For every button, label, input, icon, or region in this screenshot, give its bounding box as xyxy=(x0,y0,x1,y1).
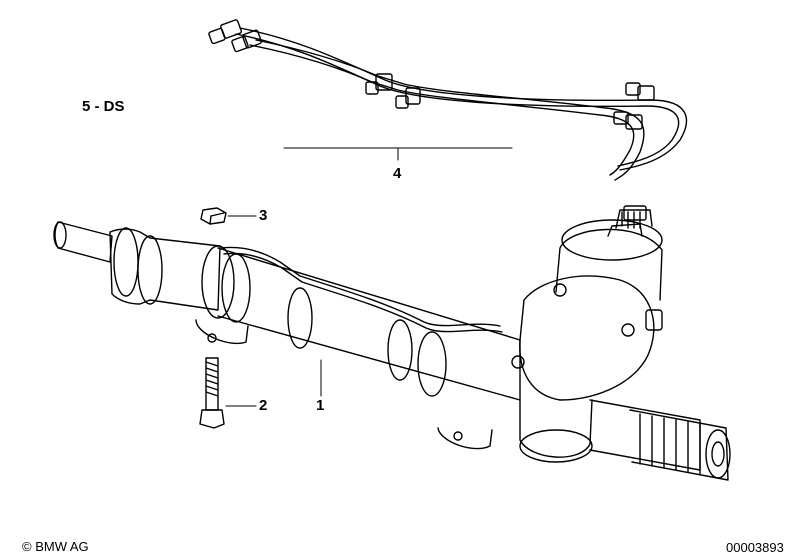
nut-part-3 xyxy=(200,207,257,225)
callout-number-1[interactable]: 1 xyxy=(316,397,325,414)
steering-rack-part-1[interactable] xyxy=(53,205,731,481)
line-fitting-right xyxy=(613,82,655,130)
bolt-part-2 xyxy=(199,357,257,429)
diagram-number: 00003893 xyxy=(726,540,784,555)
hydraulic-lines-part-4 xyxy=(208,19,688,181)
callout-number-2[interactable]: 2 xyxy=(259,397,268,414)
callout-number-3[interactable]: 3 xyxy=(259,207,268,224)
line-fitting-middle xyxy=(365,73,421,109)
callout-number-4[interactable]: 4 xyxy=(393,165,402,182)
copyright-label: © BMW AG xyxy=(22,539,89,554)
line-fitting-top-left xyxy=(208,19,263,53)
variant-label: 5 - DS xyxy=(82,98,125,115)
